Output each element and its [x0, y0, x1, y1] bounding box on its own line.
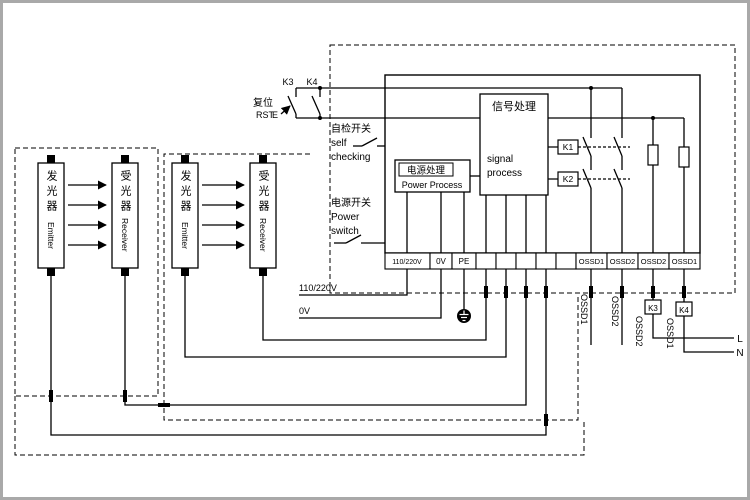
- power-switch-icon: [334, 234, 385, 244]
- mains-wire: [299, 269, 408, 296]
- terminal-ossd3-label: OSSD2: [641, 257, 666, 266]
- estop-arrow-icon: [280, 105, 291, 115]
- self-check-switch-icon: [353, 137, 385, 147]
- supply-0v-label: 0V: [299, 306, 310, 316]
- external-relay-k4-label: K4: [679, 306, 689, 315]
- power-process-cn-label: 电源处理: [407, 165, 446, 177]
- terminal-aux2: [495, 252, 517, 270]
- components: [394, 93, 693, 317]
- emitter1-cn-label: 发光器: [45, 169, 58, 215]
- k3-contact-label: K3: [282, 77, 293, 87]
- external-relay-k3-label: K3: [648, 304, 658, 313]
- receiver2-en-label: Receiver: [258, 218, 268, 252]
- relay-mech-links: [578, 146, 630, 180]
- relay-k2-label: K2: [563, 174, 574, 184]
- powersw-en2-label: switch: [331, 226, 359, 237]
- reset-en-label: RST: [256, 110, 275, 120]
- dashed-boundaries: [14, 44, 736, 456]
- terminal-pe-label: PE: [459, 257, 470, 266]
- terminal-aux3: [515, 252, 537, 270]
- signal-process-box: [479, 93, 549, 196]
- power-process-en-label: Power Process: [402, 180, 463, 190]
- ossd2-wire-label: OSSD2: [610, 296, 620, 327]
- supply-mains-label: 110/220V: [299, 283, 337, 293]
- connector-tab: [181, 155, 189, 163]
- emitter-2: 发光器 Emitter: [171, 155, 199, 276]
- earth-ground-icon: [457, 309, 471, 323]
- connector-tab: [47, 155, 55, 163]
- ossd4-wire-label: OSSD1: [665, 318, 675, 349]
- terminal-ossd4: [668, 252, 701, 270]
- wiring: [50, 87, 734, 436]
- selfcheck-en1-label: self: [331, 138, 347, 149]
- mains-n-label: N: [736, 348, 743, 359]
- connector-tab: [121, 268, 129, 276]
- connector-tab: [181, 268, 189, 276]
- reset-cn-label: 复位: [253, 96, 273, 109]
- receiver1-cn-label: 受光器: [119, 170, 132, 215]
- light-beam-arrows: [68, 180, 245, 250]
- powersw-cn-label: 电源开关: [331, 196, 371, 209]
- controller-dashed-box: [329, 44, 736, 294]
- emitter-1: 发光器 Emitter: [37, 155, 65, 276]
- power-process-inner-box: [398, 162, 454, 177]
- terminal-ossd1-label: OSSD1: [579, 257, 604, 266]
- curtain-set2-dashed-box: [163, 153, 579, 421]
- emitter2-cable: [184, 269, 507, 358]
- fuse2-icon: [678, 146, 690, 168]
- connector-tab: [121, 155, 129, 163]
- ossd1-wire-label: OSSD1: [579, 294, 589, 325]
- relay-k2-box: [557, 171, 579, 187]
- signal-process-en1-label: signal: [487, 154, 513, 165]
- ossd2-internal-line: [613, 88, 623, 253]
- terminal-ossd4-label: OSSD1: [672, 257, 697, 266]
- terminal-aux1: [475, 252, 497, 270]
- labels: 信号处理 signal process 电源处理 Power Process K…: [253, 77, 744, 359]
- ossd1-internal-line: [582, 88, 592, 253]
- receiver-2: 受光器 Receiver: [249, 155, 277, 276]
- receiver1-en-label: Receiver: [120, 218, 130, 252]
- curtain-set1-dashed-box: [14, 147, 159, 397]
- cable-gland-marks: [49, 286, 686, 426]
- connector-tab: [259, 268, 267, 276]
- mains-l-label: L: [737, 334, 743, 345]
- receiver2-cable: [262, 269, 487, 341]
- receiver2-cn-label: 受光器: [257, 170, 270, 215]
- selfcheck-en2-label: checking: [331, 152, 370, 163]
- emitter2-en-label: Emitter: [180, 222, 190, 249]
- k4-contact-label: K4: [306, 77, 317, 87]
- k3-contact-icon: [287, 88, 297, 118]
- connector-tab: [47, 268, 55, 276]
- emitter2-cn-label: 发光器: [179, 169, 192, 215]
- internal-terminal-drops: [406, 192, 547, 253]
- relay-k1-label: K1: [563, 142, 574, 152]
- external-relay-k3-box: [644, 299, 662, 315]
- emitter1-cable: [50, 269, 547, 436]
- terminal-mains-label: 110/220V: [392, 259, 422, 266]
- fuse1-icon: [647, 144, 659, 166]
- terminal-0v-label: 0V: [436, 257, 446, 266]
- estop-label: E: [272, 110, 278, 120]
- connector-tab: [259, 155, 267, 163]
- terminal-ossd2-label: OSSD2: [610, 257, 635, 266]
- receiver1-cable: [124, 269, 527, 406]
- relay-coil-wires: [548, 146, 558, 180]
- light-curtains: 发光器 Emitter 受光器 Receiver 发光器 Emitter 受光器…: [37, 155, 277, 276]
- emitter1-en-label: Emitter: [46, 222, 56, 249]
- selfcheck-cn-label: 自检开关: [331, 122, 371, 135]
- ossd3-wire-label: OSSD2: [634, 316, 644, 347]
- powersw-en1-label: Power: [331, 212, 360, 223]
- terminal-strip: [384, 252, 701, 270]
- external-relay-k4-box: [675, 301, 693, 317]
- relay-k1-box: [557, 139, 579, 155]
- junction-dots: [318, 86, 655, 120]
- signal-process-cn-label: 信号处理: [492, 100, 536, 113]
- signal-process-en2-label: process: [487, 168, 522, 179]
- zero-volt-wire: [299, 269, 442, 319]
- receiver-1: 受光器 Receiver: [111, 155, 139, 276]
- terminal-aux5: [555, 252, 577, 270]
- terminal-aux4: [535, 252, 557, 270]
